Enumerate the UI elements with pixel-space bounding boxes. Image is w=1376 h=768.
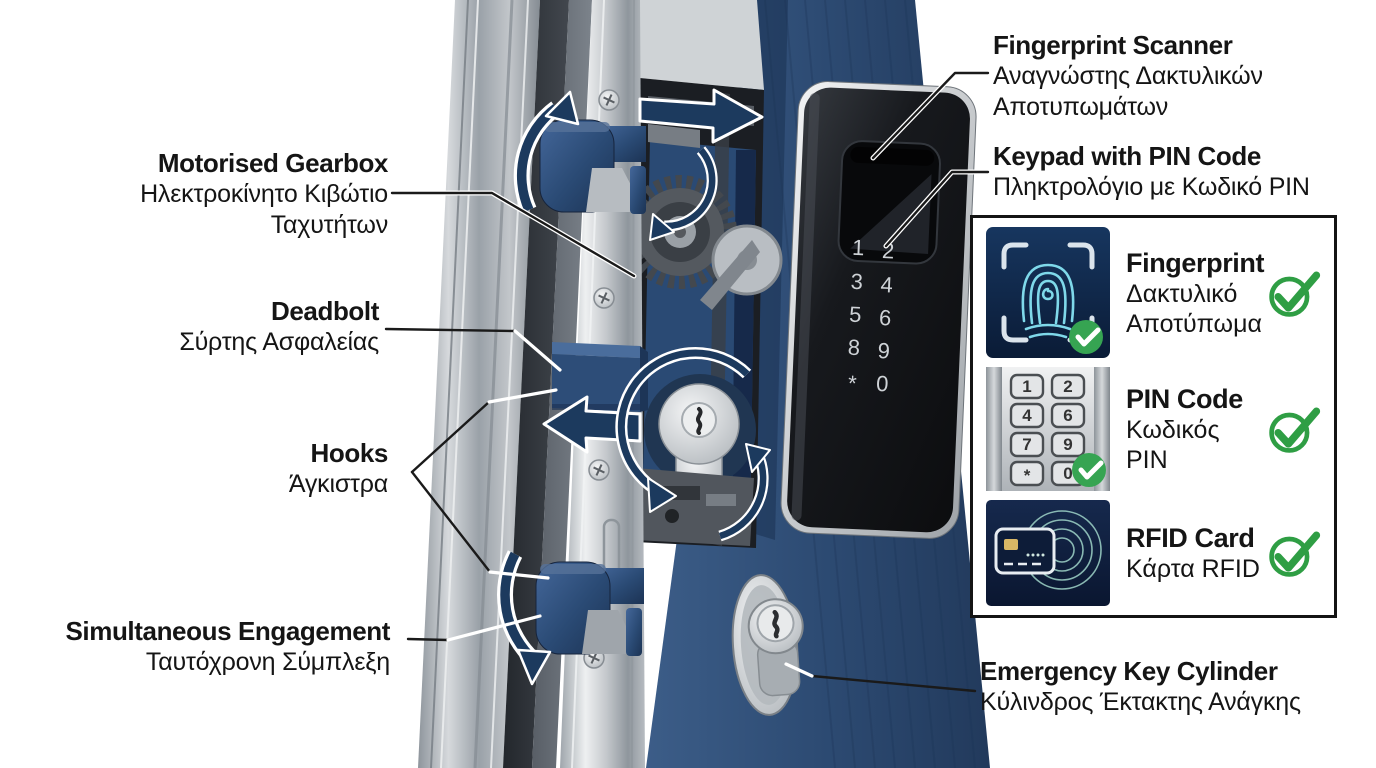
auth-method-title: PIN Code [1126,384,1243,414]
mini-key: 2 [1063,377,1072,396]
keypad-key: 3 [850,269,863,295]
callout-title: Motorised Gearbox [157,148,389,178]
auth-method-title: RFID Card [1126,523,1255,553]
fingerprint-scanner-window [837,140,941,265]
keypad-key: * [848,371,858,396]
rotate-arrow-gear-icon [649,146,718,241]
faceplate-screw [593,287,615,309]
rfid-card-icon [986,500,1110,606]
callout-subtitle: Άγκιστρα [288,470,388,498]
mini-key: 9 [1063,435,1072,454]
callout-deadbolt: Deadbolt Σύρτης Ασφαλείας [119,296,379,358]
callout-subtitle: Κύλινδρος Έκτακτης Ανάγκης [980,688,1301,716]
mini-key: 4 [1022,406,1032,425]
lock-mechanism [623,92,783,546]
pin-keypad-icon: 1 2 4 6 7 9 [986,367,1110,491]
callout-hooks: Hooks Άγκιστρα [188,438,389,500]
leader-hooks-lower [410,470,492,574]
keypad-key: 1 [852,235,865,261]
rotate-arrow-cylinder-icon [615,346,752,513]
auth-method-row-rfid: RFID Card Κάρτα RFID [986,500,1322,606]
auth-method-row-pin: 1 2 4 6 7 9 [986,367,1322,491]
mini-key: 0 [1063,464,1072,483]
bottom-hook [535,561,644,656]
callout-keypad-pin: Keypad with PIN Code Πληκτρολόγιο με Κωδ… [993,141,1338,203]
rotate-arrow-lower-icon [718,443,771,542]
leader-lines [384,70,991,693]
faceplate-screw [588,459,610,481]
keypad-key: 9 [877,338,890,364]
callout-subtitle: Αναγνώστης Δακτυλικών Αποτυπωμάτων [993,62,1263,121]
keypad-key: 5 [849,302,862,328]
mini-key: 7 [1022,435,1031,454]
check-icon [1269,271,1321,317]
callout-fingerprint-scanner: Fingerprint Scanner Αναγνώστης Δακτυλικώ… [993,30,1323,123]
auth-methods-panel: Fingerprint Δακτυλικό Αποτύπωμα [970,215,1337,618]
rotate-arrow-top-hook-icon [513,90,580,214]
fingerprint-icon [986,227,1110,358]
callout-simultaneous-engagement: Simultaneous Engagement Ταυτόχρονη Σύμπλ… [50,616,390,678]
callout-subtitle: Ταυτόχρονη Σύμπλεξη [145,648,390,676]
faceplate-screw [598,89,620,111]
auth-method-subtitle: Κάρτα RFID [1126,555,1260,583]
keypad-key: 8 [847,335,860,361]
auth-method-subtitle: Δακτυλικό Αποτύπωμα [1126,279,1262,338]
arrow-right-icon [638,88,764,144]
auth-method-text: PIN Code Κωδικός PIN [1126,383,1266,475]
leader-hooks-upper [410,400,491,474]
callout-title: Fingerprint Scanner [993,30,1233,60]
deadbolt-bolt [552,342,648,412]
callout-title: Keypad with PIN Code [993,141,1261,171]
top-hook [539,119,646,214]
auth-method-subtitle: Κωδικός PIN [1126,416,1220,474]
callout-subtitle: Πληκτρολόγιο με Κωδικό PIN [993,173,1310,201]
callout-title: Simultaneous Engagement [65,616,390,646]
emergency-cylinder [731,574,804,716]
callout-emergency-key-cylinder: Emergency Key Cylinder Κύλινδρος Έκτακτη… [980,656,1350,718]
check-icon [1269,407,1321,453]
mini-key: 1 [1022,377,1031,396]
motion-arrows [497,88,771,686]
arrow-left-icon [542,395,642,454]
keypad-key: 4 [880,272,893,298]
leader-deadbolt [384,327,517,333]
auth-method-text: Fingerprint Δακτυλικό Αποτύπωμα [1126,247,1266,339]
leader-emergency-cylinder [810,674,977,693]
auth-method-text: RFID Card Κάρτα RFID [1126,522,1266,584]
callout-subtitle: Σύρτης Ασφαλείας [179,328,379,356]
check-icon [1269,531,1321,577]
mini-key: * [1024,466,1031,485]
keypad-key: 6 [879,305,892,331]
callout-title: Hooks [310,438,389,468]
smart-lock-panel: 1 2 3 4 5 6 8 9 * 0 [780,81,977,539]
callout-title: Emergency Key Cylinder [980,656,1278,686]
auth-method-title: Fingerprint [1126,247,1265,278]
leader-simultaneous [406,637,450,642]
rotate-arrow-bottom-hook-icon [497,550,552,686]
mini-key: 6 [1063,406,1072,425]
callout-motorised-gearbox: Motorised Gearbox Ηλεκτροκίνητο Κιβώτιο … [88,148,388,241]
callout-subtitle: Ηλεκτροκίνητο Κιβώτιο Ταχυτήτων [140,180,388,239]
keypad-key: 0 [876,371,889,397]
callout-title: Deadbolt [270,296,379,326]
auth-method-row-fingerprint: Fingerprint Δακτυλικό Αποτύπωμα [986,227,1322,358]
